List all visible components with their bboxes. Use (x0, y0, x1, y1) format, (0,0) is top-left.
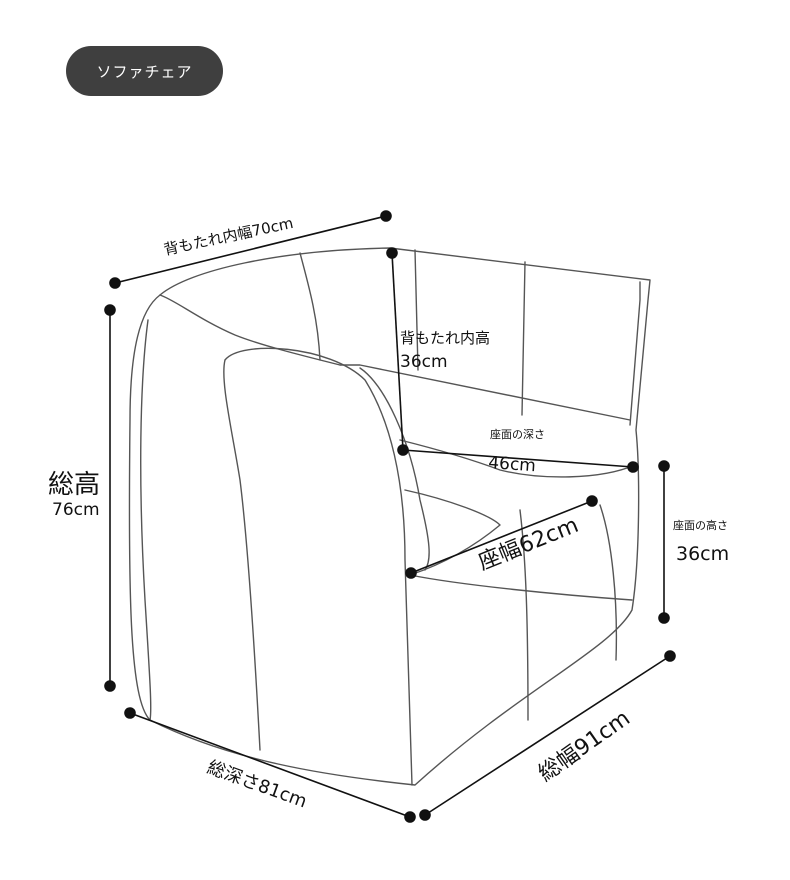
endpoint-dot (404, 811, 416, 823)
dimension-labels: 背もたれ内幅70cm 背もたれ内高 36cm 座面の深さ 46cm 座幅62cm… (48, 214, 729, 813)
dimension-lines (104, 210, 676, 823)
seat-height-value: 36cm (676, 543, 729, 565)
endpoint-dot (124, 707, 136, 719)
seat-width-label: 座幅62cm (475, 513, 582, 576)
total-height-label: 総高 (48, 470, 100, 500)
endpoint-dot (386, 247, 398, 259)
back-width-line (114, 215, 387, 284)
endpoint-dot (405, 567, 417, 579)
seat-depth-label: 座面の深さ (490, 427, 545, 441)
endpoint-dot (104, 680, 116, 692)
total-depth-label: 総深さ81cm (204, 757, 309, 812)
total-width-line (424, 655, 671, 816)
endpoint-dot (586, 495, 598, 507)
total-height-value: 76cm (52, 500, 100, 520)
category-badge: ソファチェア (66, 46, 223, 96)
endpoint-dot (380, 210, 392, 222)
endpoint-dot (664, 650, 676, 662)
endpoint-dot (658, 460, 670, 472)
total-depth-line (129, 712, 411, 818)
endpoint-dot (627, 461, 639, 473)
seat-depth-line (402, 449, 634, 468)
seat-depth-value: 46cm (488, 453, 537, 476)
sofa-chair-outline (128, 247, 651, 786)
seat-width-line (410, 500, 593, 574)
endpoint-dot (104, 304, 116, 316)
total-width-label: 総幅91cm (534, 706, 635, 787)
back-height-line (391, 252, 404, 451)
endpoint-dot (658, 612, 670, 624)
back-width-label: 背もたれ内幅70cm (162, 214, 295, 259)
back-height-label: 背もたれ内高 (400, 329, 490, 347)
seat-height-label: 座面の高さ (673, 518, 728, 532)
endpoint-dot (109, 277, 121, 289)
back-height-value: 36cm (400, 352, 448, 372)
endpoint-dot (419, 809, 431, 821)
